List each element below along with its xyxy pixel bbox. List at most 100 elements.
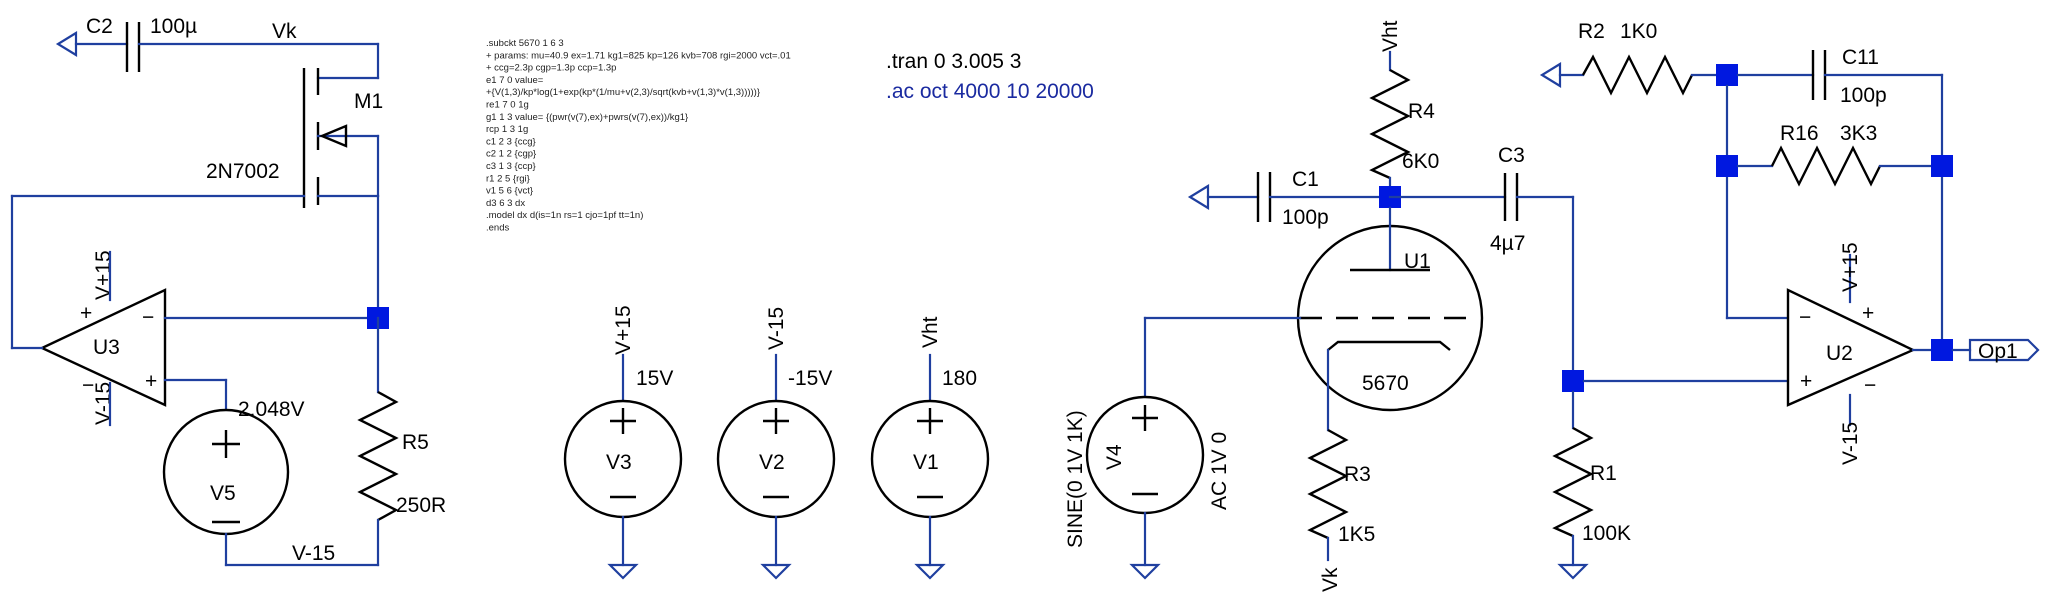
voltage-source-v3 [563, 353, 683, 580]
c3-value: 4µ7 [1490, 232, 1525, 255]
ac-directive[interactable]: .ac oct 4000 10 20000 [886, 80, 1094, 103]
c11-label: C11 [1842, 46, 1879, 69]
resistor-r1 [1552, 426, 1594, 538]
junction-output [1931, 339, 1953, 361]
v1-value: 180 [942, 367, 977, 390]
svg-text:−: − [142, 306, 154, 329]
r3-value: 1K5 [1338, 523, 1375, 546]
subckt-line: + params: mu=40.9 ex=1.71 kg1=825 kp=126… [486, 50, 791, 61]
junction-r16-right [1931, 155, 1953, 177]
r1-value: 100K [1582, 522, 1631, 545]
v5-label: V5 [210, 482, 236, 505]
u3-label: U3 [93, 336, 120, 359]
tube-cathode [1327, 340, 1451, 351]
resistor-r2 [1581, 54, 1694, 96]
subckt-line: rcp 1 3 1g [486, 124, 528, 135]
resistor-r5 [357, 390, 399, 522]
svg-text:−: − [1799, 306, 1811, 329]
junction-r2 [1716, 64, 1738, 86]
mosfet-m1 [302, 68, 380, 208]
u2-vpos: V+15 [1839, 242, 1862, 292]
c11-value: 100p [1840, 84, 1887, 107]
m1-label: M1 [354, 90, 383, 113]
subckt-line: g1 1 3 value= {(pwr(v(7),ex)+pwrs(v(7),e… [486, 112, 688, 123]
v5-value: 2.048V [238, 398, 305, 421]
subckt-line: d3 6 3 dx [486, 198, 525, 209]
u3-plus-sign: + [80, 302, 92, 325]
subckt-line: r1 2 5 {rgi} [486, 173, 530, 184]
ground-symbol-r1 [1557, 563, 1589, 580]
u3-vpos: V+15 [92, 250, 115, 300]
v2-value: -15V [788, 367, 832, 390]
ground-symbol-v4 [1129, 563, 1161, 580]
subckt-line: re1 7 0 1g [486, 100, 529, 111]
v3-label: V3 [606, 451, 632, 474]
junction-r1 [1562, 370, 1584, 392]
r16-label: R16 [1780, 122, 1819, 145]
svg-text:+: + [1862, 302, 1874, 325]
net-label-v+15-v3: V+15 [612, 305, 635, 355]
r4-value: 6K0 [1402, 150, 1439, 173]
v1-label: V1 [913, 451, 939, 474]
net-label-vk-r3: Vk [1319, 567, 1342, 592]
r16-value: 3K3 [1840, 122, 1877, 145]
c2-value: 100µ [150, 15, 197, 38]
v2-label: V2 [759, 451, 785, 474]
r5-value: 250R [396, 494, 446, 517]
voltage-source-v5 [162, 408, 290, 536]
v4-sine: SINE(0 1V 1K) [1064, 410, 1087, 548]
voltage-source-v1 [870, 353, 990, 580]
svg-text:−: − [82, 374, 94, 397]
subckt-line: c2 1 2 {cgp} [486, 149, 536, 160]
subckt-line: .ends [486, 223, 509, 234]
r2-value: 1K0 [1620, 20, 1657, 43]
r2-label: R2 [1578, 20, 1605, 43]
net-label-v-15-v2: V-15 [765, 307, 788, 350]
subckt-line: v1 5 6 {vct} [486, 186, 533, 197]
u2-vneg: V-15 [1839, 422, 1862, 465]
subckt-line: +{V(1,3)/kp*log(1+exp(kp*(1/mu+v(2,3)/sq… [486, 87, 760, 98]
resistor-r16 [1770, 145, 1882, 187]
subckt-line: .model dx d(is=1n rs=1 cjo=1pf tt=1n) [486, 210, 643, 221]
r1-label: R1 [1590, 462, 1617, 485]
subckt-netlist: .subckt 5670 1 6 3+ params: mu=40.9 ex=1… [486, 38, 791, 234]
svg-text:+: + [1800, 370, 1812, 393]
r5-label: R5 [402, 431, 429, 454]
c2-label: C2 [86, 15, 113, 38]
subckt-line: e1 7 0 value= [486, 75, 544, 86]
ground-symbol-c1 [1187, 184, 1210, 210]
voltage-source-v2 [716, 353, 836, 580]
ground-symbol-r2 [1539, 62, 1562, 88]
net-label-v-15-left: V-15 [292, 542, 335, 565]
r4-label: R4 [1408, 100, 1435, 123]
svg-text:+: + [145, 370, 157, 393]
c1-value: 100p [1282, 206, 1329, 229]
net-label-vht-r4: Vht [1379, 20, 1402, 52]
tran-directive[interactable]: .tran 0 3.005 3 [886, 50, 1021, 73]
resistor-r4 [1369, 68, 1411, 180]
op1-label: Op1 [1978, 340, 2018, 363]
m1-model: 2N7002 [206, 160, 280, 183]
c3-label: C3 [1498, 144, 1525, 167]
v4-ac: AC 1V 0 [1208, 432, 1231, 510]
junction-r16-left [1716, 155, 1738, 177]
opamp-u2 [1786, 288, 1916, 407]
v4-label: V4 [1103, 444, 1126, 470]
svg-text:−: − [1864, 374, 1876, 397]
r3-label: R3 [1344, 463, 1371, 486]
opamp-u3 [39, 288, 167, 407]
c1-label: C1 [1292, 168, 1319, 191]
net-label-vht-v1: Vht [919, 316, 942, 348]
u2-label: U2 [1826, 342, 1853, 365]
v3-value: 15V [636, 367, 673, 390]
u1-model: 5670 [1362, 372, 1409, 395]
subckt-line: c3 1 3 {ccp} [486, 161, 536, 172]
u1-label: U1 [1404, 250, 1431, 273]
subckt-line: c1 2 3 {ccg} [486, 136, 536, 147]
subckt-line: .subckt 5670 1 6 3 [486, 38, 564, 49]
u3-vneg: V-15 [92, 382, 115, 425]
subckt-line: + ccg=2.3p cgp=1.3p ccp=1.3p [486, 63, 616, 74]
net-label-vk: Vk [272, 20, 297, 43]
output-port-op1 [1968, 338, 2040, 362]
